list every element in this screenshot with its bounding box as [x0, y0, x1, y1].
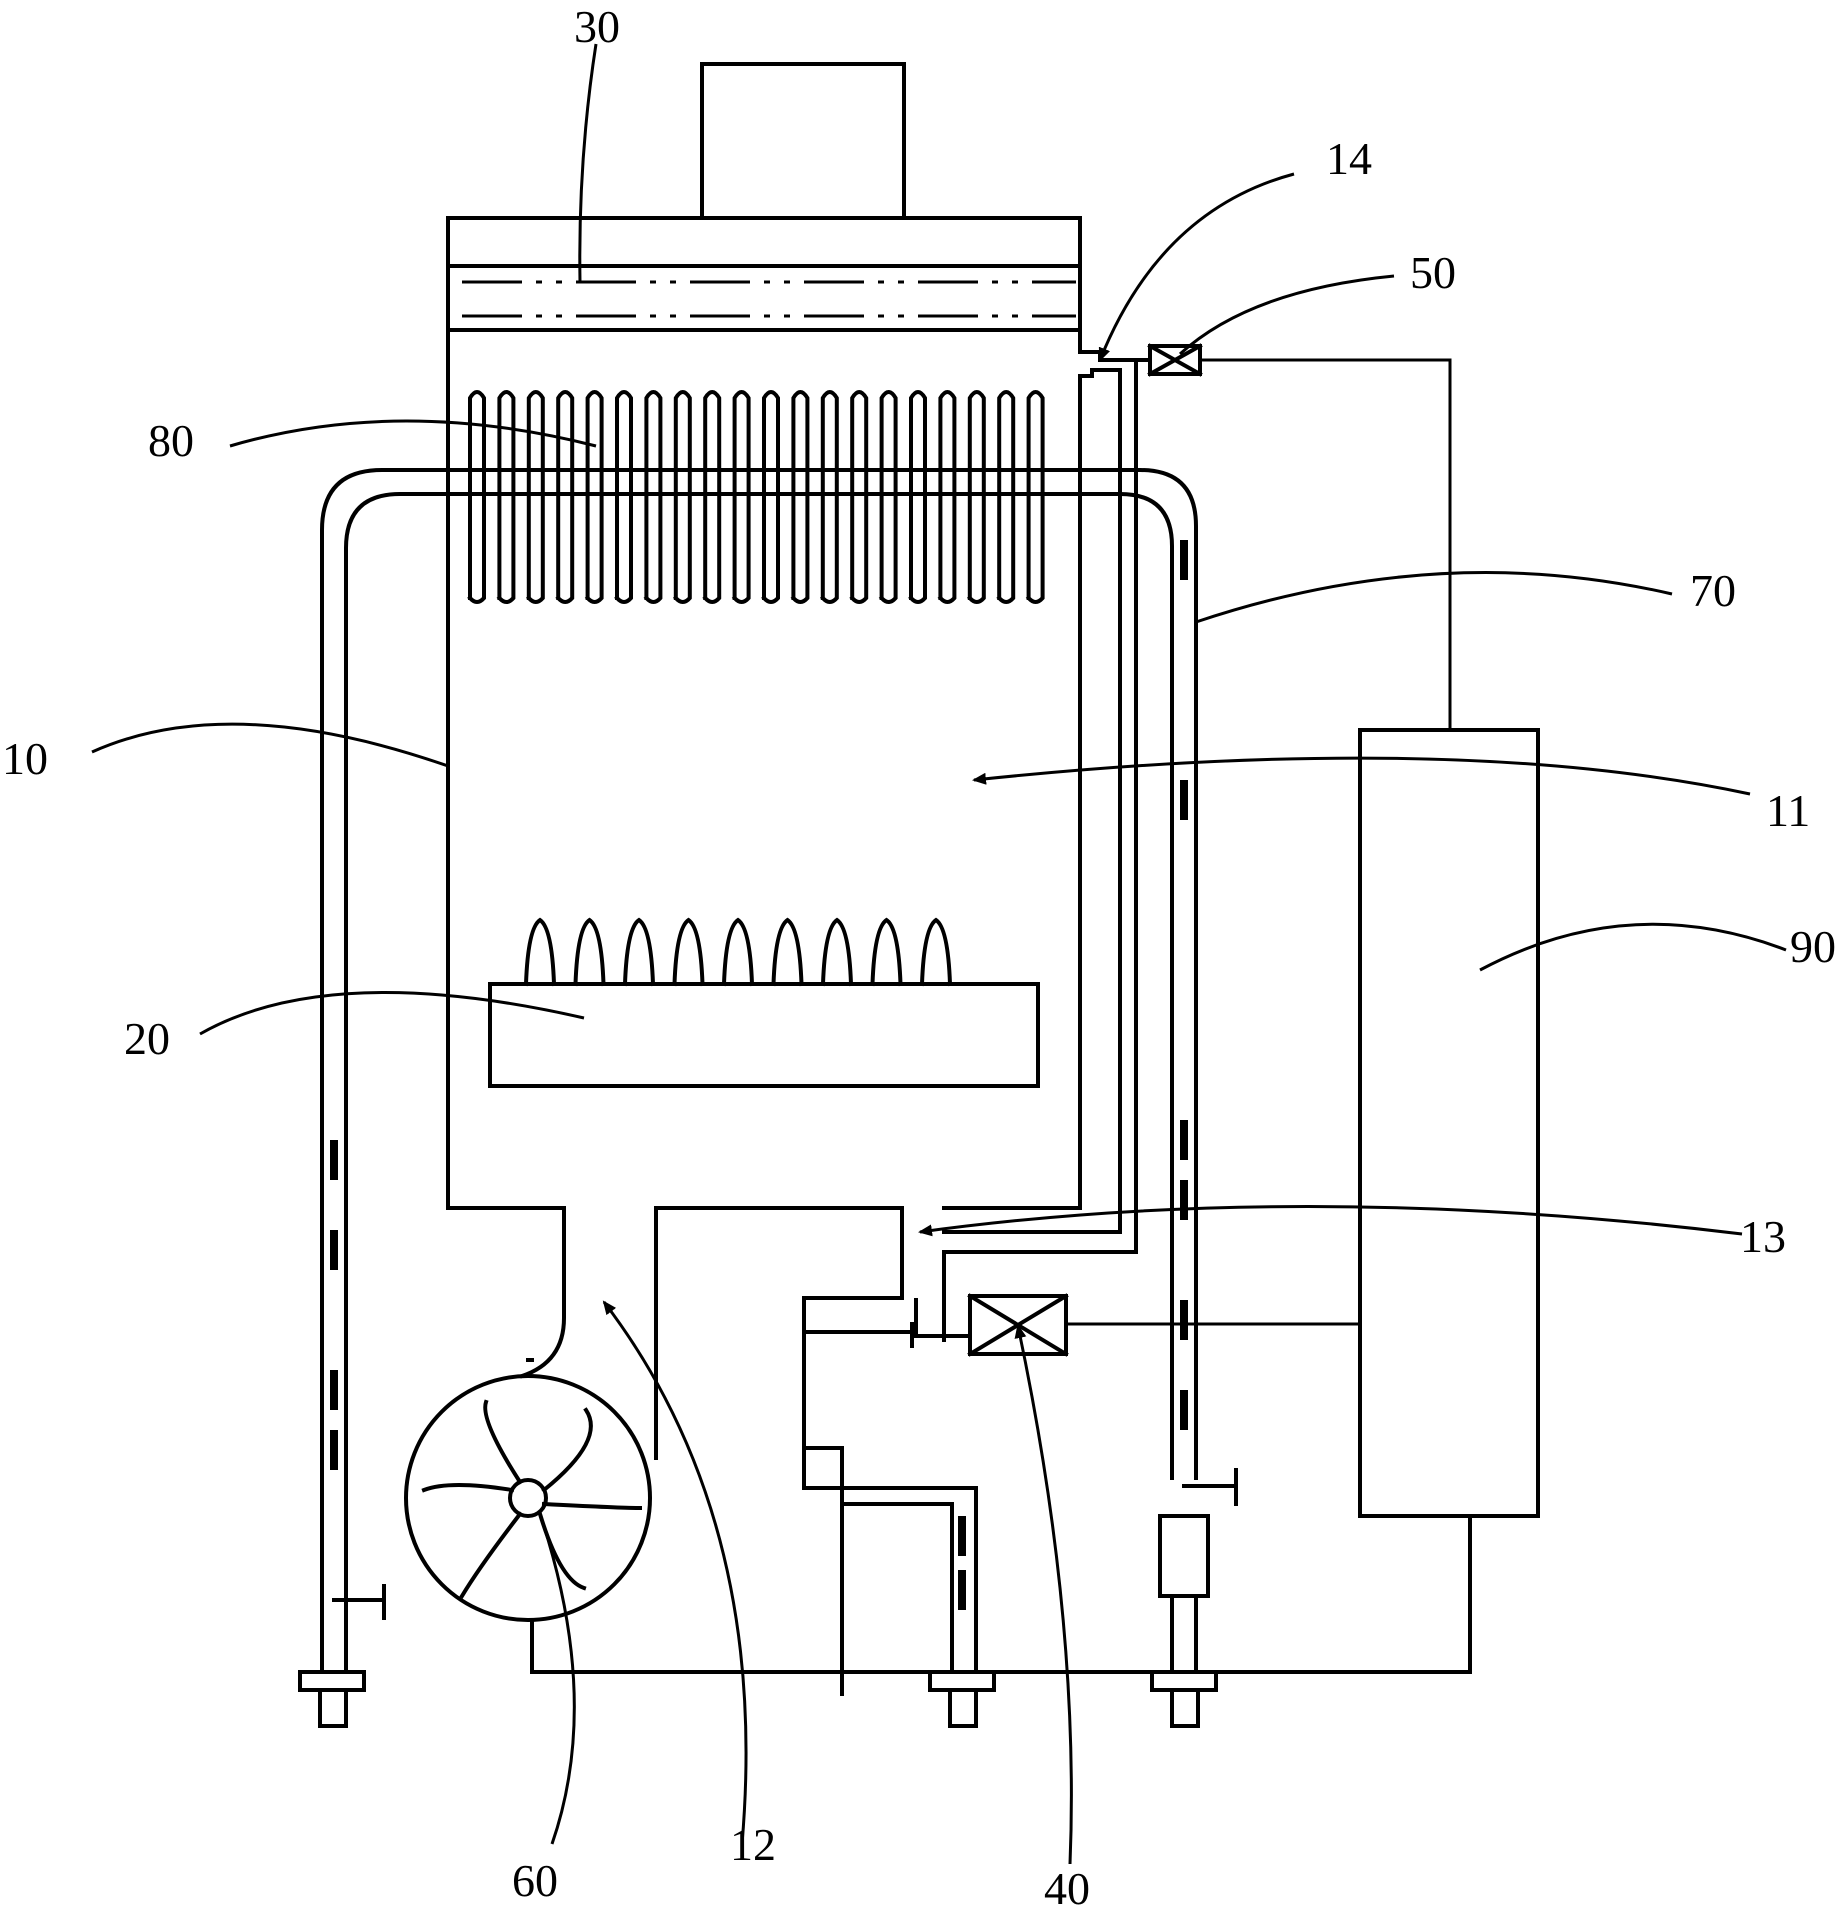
fin — [966, 390, 986, 604]
left-outlet-stub — [318, 1688, 348, 1728]
fin — [584, 390, 604, 604]
valve-40 — [967, 1293, 1069, 1357]
fin — [996, 390, 1016, 604]
fin — [672, 390, 692, 604]
label-11: 11 — [1766, 785, 1810, 836]
valve-50-signal — [1200, 358, 1452, 730]
leader-lines — [91, 43, 1787, 1865]
flue-outlet — [700, 62, 906, 220]
fin — [555, 390, 575, 604]
cold-water-inlet-pipe — [802, 1298, 978, 1696]
bypass-pipe-13 — [942, 368, 1122, 1234]
flame — [721, 917, 755, 987]
heat-exchanger-pipe-inner — [344, 492, 1174, 1674]
flow-arrows — [330, 540, 1188, 1556]
housing-right-wall — [942, 328, 1094, 1210]
label-14: 14 — [1326, 133, 1372, 184]
fin — [1025, 390, 1045, 604]
label-12: 12 — [730, 1819, 776, 1870]
flame — [919, 917, 953, 987]
fin — [496, 390, 516, 604]
flame — [573, 917, 606, 987]
fan-hub — [508, 1478, 548, 1518]
fan-base — [530, 1514, 1472, 1674]
flame — [771, 917, 804, 987]
exhaust-hood — [446, 216, 1082, 332]
right-outlet-fitting — [1150, 1670, 1218, 1692]
left-outlet-fitting — [298, 1670, 366, 1692]
right-outlet-stub — [1170, 1688, 1200, 1728]
flame — [622, 917, 656, 987]
label-10: 10 — [2, 733, 48, 784]
label-40: 40 — [1044, 1863, 1090, 1907]
cold-inlet-fitting — [928, 1670, 996, 1692]
burner-flames — [523, 917, 953, 987]
flame — [870, 917, 903, 987]
cold-water-inner-pipe — [840, 1502, 954, 1674]
fin — [731, 390, 751, 604]
label-20: 20 — [124, 1013, 170, 1064]
fin — [790, 390, 810, 604]
label-60: 60 — [512, 1855, 558, 1906]
label-50: 50 — [1410, 247, 1456, 298]
fin — [937, 390, 957, 604]
housing-outline — [446, 328, 978, 1530]
valve-50 — [1147, 343, 1203, 377]
cold-flow-arrow — [958, 1570, 966, 1610]
label-70: 70 — [1690, 565, 1736, 616]
fin — [467, 390, 486, 604]
fin — [643, 390, 663, 604]
fin — [819, 390, 839, 604]
fin — [614, 390, 633, 604]
fin — [702, 390, 722, 604]
right-outlet-filter — [1158, 1514, 1210, 1598]
fin — [525, 390, 545, 604]
fan — [404, 1358, 652, 1622]
cold-inlet-stub — [948, 1688, 978, 1728]
left-outlet-valve — [332, 1584, 386, 1620]
burner — [488, 982, 1040, 1088]
label-30: 30 — [574, 1, 620, 52]
heat-exchanger-pipe-outer — [320, 468, 1198, 1674]
fin — [878, 390, 898, 604]
fin — [908, 390, 927, 604]
label-90: 90 — [1790, 921, 1836, 972]
right-outlet-valve — [1182, 1468, 1238, 1506]
label-13: 13 — [1740, 1211, 1786, 1262]
fin — [761, 390, 780, 604]
right-outlet-pipe — [1170, 1594, 1198, 1674]
label-80: 80 — [148, 415, 194, 466]
heat-exchanger-fins — [467, 390, 1045, 604]
controller-box — [1358, 728, 1540, 1518]
flame — [672, 917, 705, 987]
flame — [820, 917, 854, 987]
fin — [849, 390, 869, 604]
flame — [523, 917, 557, 987]
